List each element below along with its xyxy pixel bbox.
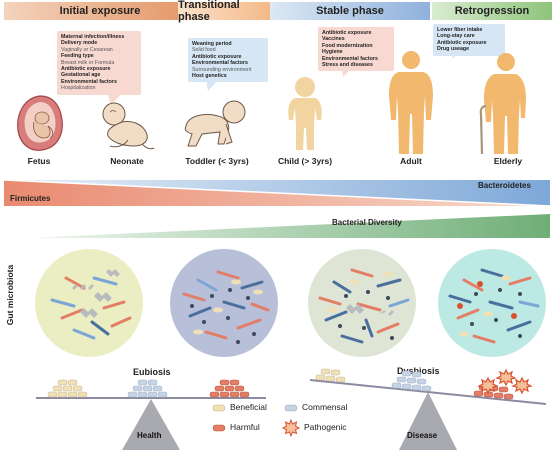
- callout-line: Gestational age: [61, 72, 101, 79]
- pathogenic-legend-label: Pathogenic: [304, 422, 347, 432]
- adult-figure: [389, 51, 433, 154]
- callout-line: Breast milk or Formula: [61, 59, 115, 66]
- disease-label: Disease: [407, 431, 438, 440]
- beneficial-legend-label: Beneficial: [230, 402, 267, 412]
- callout-line: Maternal infection/illness: [61, 34, 125, 40]
- stage-label-adult: Adult: [400, 156, 422, 166]
- commensal-legend-icon: [284, 404, 298, 412]
- bacterial-diversity-wedge: [30, 214, 550, 238]
- callout-line: Vaginally or Cesarean: [61, 46, 113, 53]
- callout-line: Antibiotic exposure: [437, 39, 487, 46]
- callout-line: Hygiene: [322, 49, 343, 56]
- microbiota-circle-toddler: [170, 249, 278, 357]
- fetus-uterus-figure: [17, 95, 63, 151]
- microbiota-circle-elderly: [438, 249, 546, 357]
- phase-initial-exposure: Initial exposure: [4, 2, 196, 20]
- callout-line: Hospitalization: [61, 85, 96, 92]
- dysbiosis-balance: [309, 368, 547, 450]
- firmicutes-bacteroidetes-wedges: [3, 179, 551, 207]
- pathogenic-legend-icon: [282, 419, 300, 437]
- callout-line: Delivery mode: [61, 40, 98, 47]
- callout-line: Lower fiber intake: [437, 27, 483, 33]
- callout-line: Antibiotic exposure: [61, 66, 111, 73]
- callout-initial-pointer: [107, 92, 123, 105]
- commensal-legend-label: Commensal: [302, 402, 348, 412]
- bacteroidetes-label: Bacteroidetes: [478, 181, 531, 190]
- callout-line: Host genetics: [192, 73, 227, 80]
- stage-label-child: Child (> 3yrs): [277, 156, 333, 166]
- firmicutes-label: Firmicutes: [10, 194, 51, 203]
- beneficial-legend-icon: [212, 404, 226, 412]
- phase-stable-label: Stable phase: [316, 5, 384, 17]
- phase-transitional-label: Transitional phase: [178, 0, 240, 23]
- phase-stable: Stable phase: [270, 2, 430, 20]
- callout-initial-exposure: Maternal infection/illness Delivery mode…: [57, 31, 141, 95]
- callout-line: Environmental factors: [322, 55, 378, 62]
- callout-retro-pointer: [451, 50, 460, 59]
- callout-line: Solid food: [192, 47, 216, 54]
- phase-retrogression-label: Retrogression: [454, 5, 530, 17]
- health-label: Health: [137, 431, 162, 440]
- callout-line: Environmental factors: [61, 78, 117, 85]
- microbiota-circle-infant: [35, 249, 143, 357]
- callout-retrogression: Lower fiber intake Long-stay care Antibi…: [433, 24, 505, 56]
- callout-line: Long-stay care: [437, 33, 475, 40]
- phase-retrogression: Retrogression: [432, 2, 552, 20]
- callout-line: Weaning period: [192, 41, 232, 47]
- callout-line: Stress and diseases: [322, 62, 373, 69]
- callout-line: Vaccines: [322, 36, 345, 43]
- harmful-legend-label: Harmful: [230, 422, 260, 432]
- harmful-legend-icon: [212, 424, 226, 432]
- gut-microbiota-label: Gut microbiota: [5, 264, 15, 326]
- callout-stable-pointer: [342, 68, 352, 77]
- callout-line: Antibiotic exposure: [322, 30, 372, 36]
- bacterial-diversity-label: Bacterial Diversity: [332, 218, 402, 227]
- callout-line: Food modernization: [322, 42, 373, 49]
- elderly-figure: [479, 53, 526, 155]
- neonate-figure: [102, 102, 155, 150]
- stage-label-fetus: Fetus: [27, 156, 51, 166]
- callout-line: Feeding type: [61, 53, 94, 60]
- callout-line: Environmental factors: [192, 60, 248, 67]
- stage-label-elderly: Elderly: [493, 156, 523, 166]
- child-figure: [288, 77, 322, 150]
- stage-label-neonate: Neonate: [110, 156, 144, 166]
- phase-initial-exposure-label: Initial exposure: [59, 5, 141, 17]
- stage-label-toddler: Toddler (< 3yrs): [185, 156, 249, 166]
- eubiosis-label: Eubiosis: [133, 367, 171, 377]
- phase-transitional: Transitional phase: [178, 0, 270, 23]
- toddler-figure: [184, 100, 246, 147]
- eubiosis-balance: [36, 379, 266, 450]
- callout-line: Drug useage: [437, 46, 470, 53]
- dysbiosis-label: Dysbiosis: [397, 366, 440, 376]
- callout-line: Surrounding environment: [192, 66, 252, 73]
- callout-line: Antibiotic exposure: [192, 53, 242, 60]
- callout-transitional: Weaning period Solid food Antibiotic exp…: [188, 38, 268, 83]
- callout-stable: Antibiotic exposure Vaccines Food modern…: [318, 27, 394, 72]
- callout-transitional-pointer: [206, 80, 218, 91]
- microbiota-circle-adult: [308, 249, 416, 357]
